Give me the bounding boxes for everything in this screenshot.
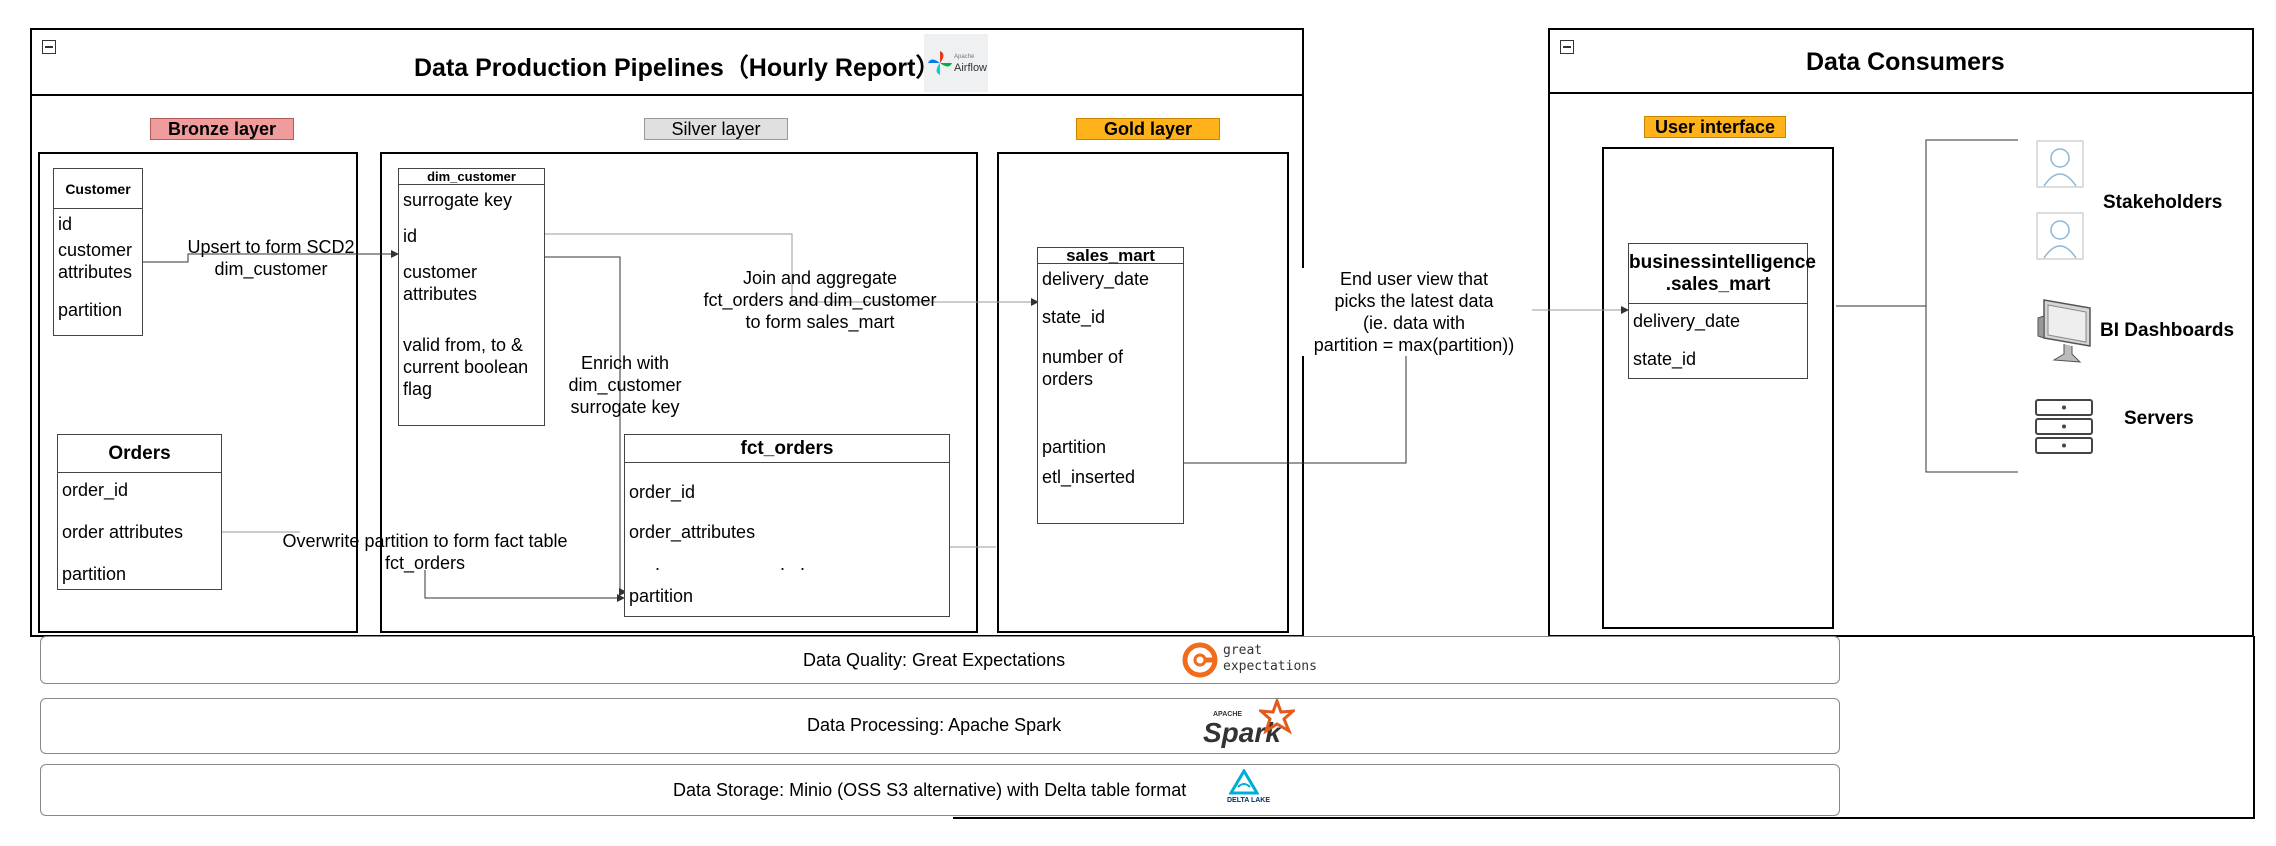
edge-join	[545, 233, 1039, 306]
fct-orders-field-attributes: order_attributes	[629, 522, 756, 542]
orders-field-attributes: order attributes	[62, 522, 184, 542]
data-processing-bar: Data Processing: Apache Spark APACHE Spa…	[40, 698, 1840, 754]
fct-orders-field-partition: partition	[629, 586, 694, 606]
data-quality-label: Data Quality: Great Expectations	[803, 650, 1066, 670]
spark-star-icon	[1259, 699, 1295, 735]
production-panel-header: Data Production Pipelines（Hourly Report）…	[32, 30, 1302, 96]
delta-lake-logo-text: DELTA LAKE	[1227, 797, 1271, 804]
bi-sales-mart-table[interactable]: businessintelligence .sales_mart deliver…	[1628, 243, 1816, 379]
production-panel-title: Data Production Pipelines（Hourly Report）	[414, 54, 941, 82]
airflow-logo: Apache Airflow	[924, 34, 988, 92]
servers-label: Servers	[2124, 408, 2194, 429]
customer-field-attributes: customer attributes	[58, 240, 133, 282]
data-quality-bar: Data Quality: Great Expectations great e…	[40, 636, 1840, 684]
fct-orders-field-order-id: order_id	[629, 482, 696, 502]
sales-mart-table-name: sales_mart	[1038, 247, 1183, 264]
dim-customer-table[interactable]: dim_customer surrogate key id customer a…	[398, 168, 545, 426]
data-storage-bar: Data Storage: Minio (OSS S3 alternative)…	[40, 764, 1840, 816]
collapse-toggle-icon[interactable]	[42, 40, 56, 54]
data-processing-label: Data Processing: Apache Spark	[807, 715, 1062, 735]
customer-table[interactable]: Customer id customer attributes partitio…	[53, 168, 143, 336]
sales-mart-field-partition: partition	[1042, 437, 1107, 457]
great-expectations-logo-line1: great	[1223, 643, 1263, 658]
edge-label-overwrite: Overwrite partition to form fact table f…	[282, 531, 568, 573]
edge-label-upsert: Upsert to form SCD2 dim_customer	[187, 237, 355, 279]
edge-enrich	[540, 256, 627, 596]
bi-dashboards-label: BI Dashboards	[2100, 320, 2235, 341]
sales-mart-field-order-count: number of orders	[1042, 347, 1124, 389]
delta-lake-triangle-icon	[1229, 769, 1259, 795]
dim-customer-field-attributes: customer attributes	[403, 262, 478, 304]
edge-upsert	[143, 250, 399, 263]
orders-field-order-id: order_id	[62, 480, 129, 500]
stakeholder-avatar-icon	[2036, 212, 2084, 260]
orders-table-name: Orders	[58, 435, 221, 473]
bronze-layer-tag: Bronze layer	[150, 118, 294, 140]
dim-customer-field-id: id	[403, 226, 418, 246]
customer-table-name: Customer	[54, 169, 142, 209]
customer-field-partition: partition	[58, 300, 123, 320]
dim-customer-table-name: dim_customer	[399, 169, 544, 185]
sales-mart-field-state-id: state_id	[1042, 307, 1106, 327]
data-storage-label: Data Storage: Minio (OSS S3 alternative)…	[673, 780, 1187, 800]
gold-layer-box	[997, 152, 1289, 633]
server-rack-icon	[2035, 399, 2093, 454]
gold-layer-tag: Gold layer	[1076, 118, 1220, 140]
fct-orders-field-ellipsis: . . .	[655, 554, 806, 574]
end-user-view-label: End user view that picks the latest data…	[1296, 268, 1532, 356]
fct-orders-table[interactable]: fct_orders order_id order_attributes . .…	[624, 434, 950, 617]
airflow-logo-text: Airflow	[954, 62, 988, 74]
user-interface-tag: User interface	[1644, 116, 1786, 138]
collapse-toggle-icon[interactable]	[1560, 40, 1574, 54]
bi-field-state-id: state_id	[1633, 349, 1697, 369]
edge-consumer-bracket	[1925, 139, 2018, 473]
stakeholder-avatar-icon	[2036, 140, 2084, 188]
airflow-pinwheel-icon	[928, 51, 952, 75]
sales-mart-table[interactable]: sales_mart delivery_date state_id number…	[1037, 247, 1184, 524]
dim-customer-field-validity: valid from, to & current boolean flag	[403, 335, 529, 399]
edge-overwrite-2	[424, 570, 625, 602]
great-expectations-logo-icon	[1182, 642, 1218, 678]
edge-label-join: Join and aggregate fct_orders and dim_cu…	[703, 268, 937, 332]
edge-label-enrich: Enrich with dim_customer surrogate key	[568, 353, 682, 417]
sales-mart-field-etl-inserted: etl_inserted	[1042, 467, 1136, 487]
user-interface-box	[1602, 147, 1834, 629]
stakeholders-label: Stakeholders	[2103, 192, 2223, 213]
fct-orders-table-name: fct_orders	[625, 435, 949, 463]
outer-outline	[953, 636, 2255, 819]
orders-table[interactable]: Orders order_id order attributes partiti…	[57, 434, 222, 590]
consumers-panel-title: Data Consumers	[1806, 48, 2005, 76]
sales-mart-field-delivery-date: delivery_date	[1042, 269, 1150, 289]
consumers-panel-header: Data Consumers	[1550, 30, 2252, 94]
computer-monitor-icon	[2037, 299, 2091, 363]
bronze-layer-box	[38, 152, 358, 633]
orders-field-partition: partition	[62, 564, 127, 584]
edge-end-user	[1184, 354, 1407, 464]
airflow-logo-small: Apache	[954, 54, 975, 60]
bi-sales-mart-table-name: businessintelligence .sales_mart	[1629, 244, 1816, 304]
consumers-panel: Data Consumers User interface	[1548, 28, 2254, 637]
production-panel: Data Production Pipelines（Hourly Report）…	[30, 28, 1304, 637]
bi-field-delivery-date: delivery_date	[1633, 311, 1741, 331]
silver-layer-tag: Silver layer	[644, 118, 788, 140]
great-expectations-logo-line2: expectations	[1223, 659, 1317, 674]
dim-customer-field-surrogate-key: surrogate key	[403, 190, 513, 210]
customer-field-id: id	[58, 214, 73, 234]
spark-logo-small: APACHE	[1213, 711, 1243, 718]
silver-layer-box	[380, 152, 978, 633]
